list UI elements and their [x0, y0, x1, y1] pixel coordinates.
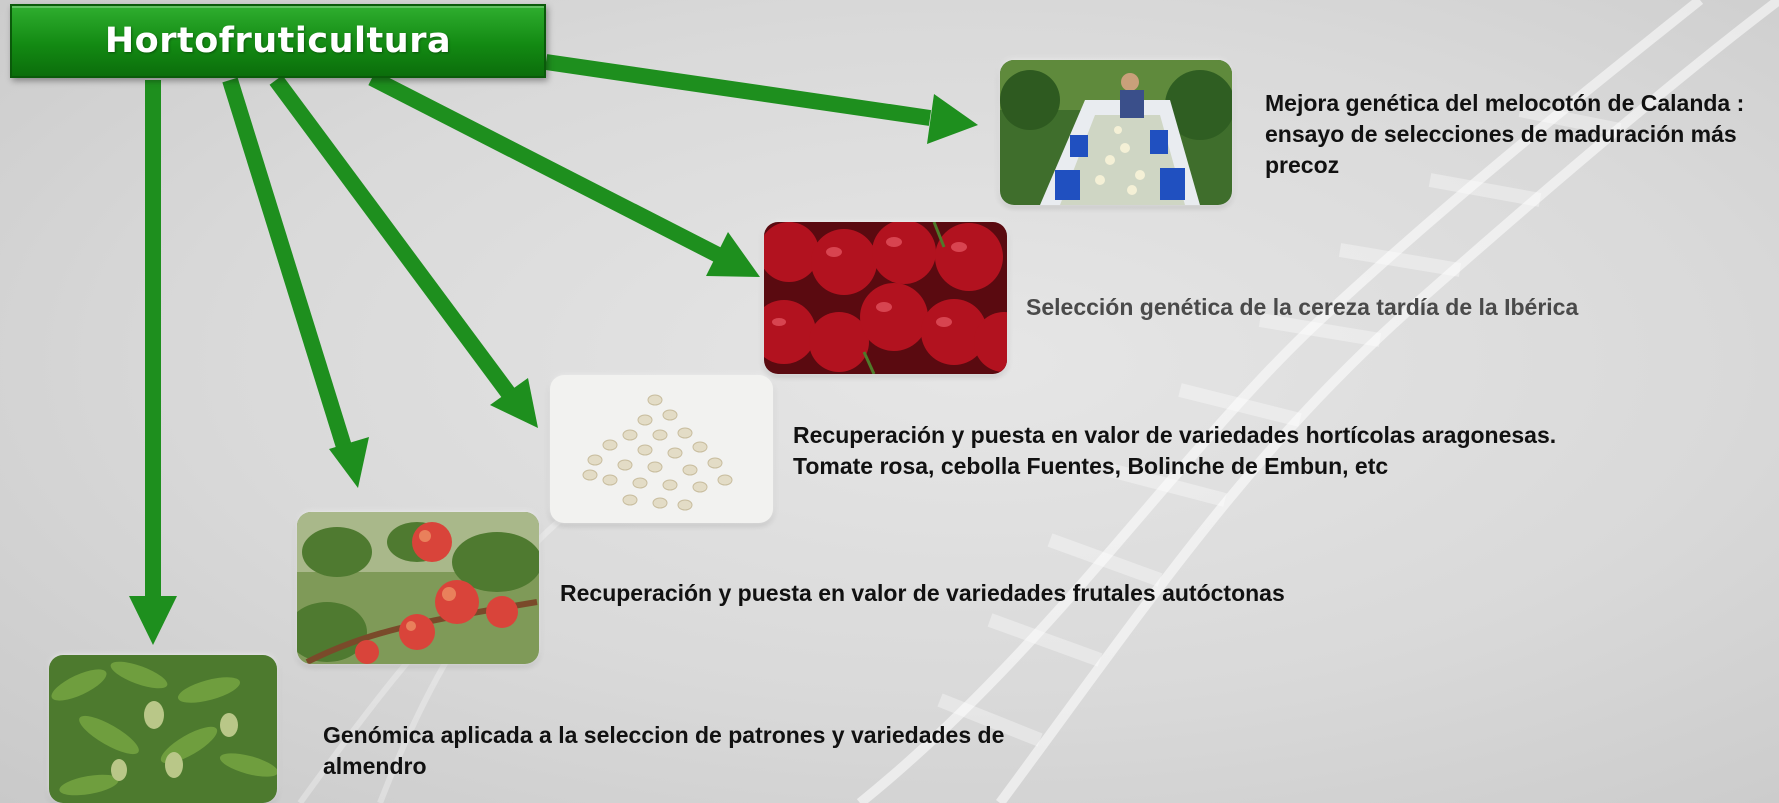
arrow-to-peach-item: [544, 54, 978, 144]
cherries-photo: [764, 222, 1007, 374]
fruit-tree-item-label: Recuperación y puesta en valor de varied…: [560, 580, 1285, 606]
almond-branch-photo: [49, 655, 277, 803]
beans-item-label: Recuperación y puesta en valor de varied…: [793, 422, 1557, 479]
peach-item-label: Mejora genética del melocotón de Calanda…: [1265, 90, 1745, 178]
almond-item-label: Genómica aplicada a la seleccion de patr…: [323, 722, 1005, 779]
cherry-item-label: Selección genética de la cereza tardía d…: [1026, 294, 1579, 320]
peach-harvest-photo: [1000, 60, 1232, 205]
arrow-to-almond-item: [129, 80, 177, 645]
diagram-title: Hortofruticultura: [104, 21, 452, 61]
arrow-to-beans-item: [269, 75, 538, 428]
white-beans-photo: [550, 375, 773, 523]
fruit-tree-photo: [297, 512, 539, 664]
title-box: Hortofruticultura: [10, 4, 546, 78]
arrow-to-cherry-item: [368, 70, 760, 277]
arrow-to-fruit-tree-item: [222, 77, 369, 488]
